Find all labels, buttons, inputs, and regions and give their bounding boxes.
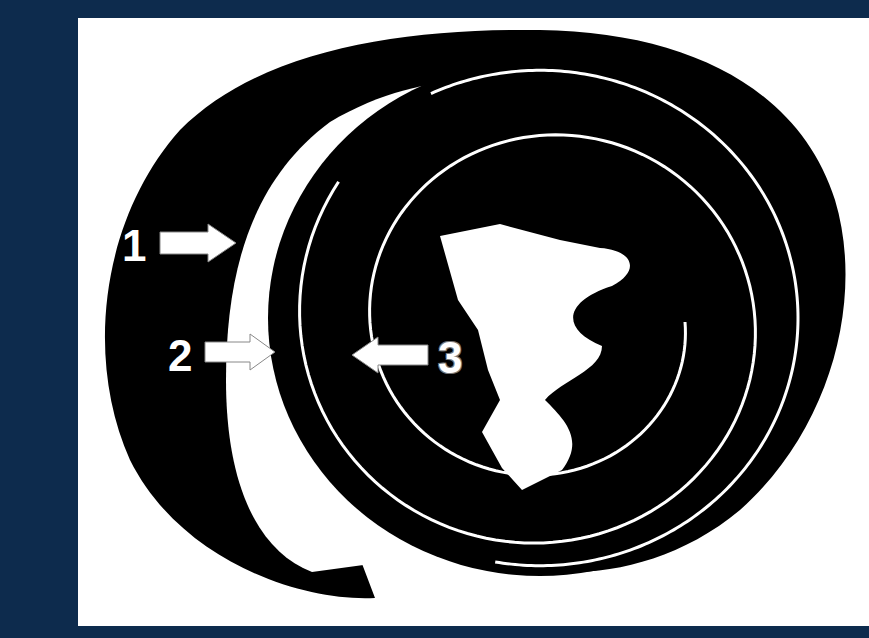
pointer-arrow: [205, 334, 275, 370]
heart-wall: [268, 60, 812, 576]
cavity: [440, 224, 630, 490]
layer-line: [300, 135, 756, 543]
callout-number: 2: [168, 334, 192, 378]
callout-number: 3: [438, 336, 462, 380]
outer-band: [105, 30, 846, 598]
callout-number: 1: [122, 224, 146, 268]
pointer-arrow: [352, 337, 428, 373]
pointer-arrow: [160, 224, 236, 262]
